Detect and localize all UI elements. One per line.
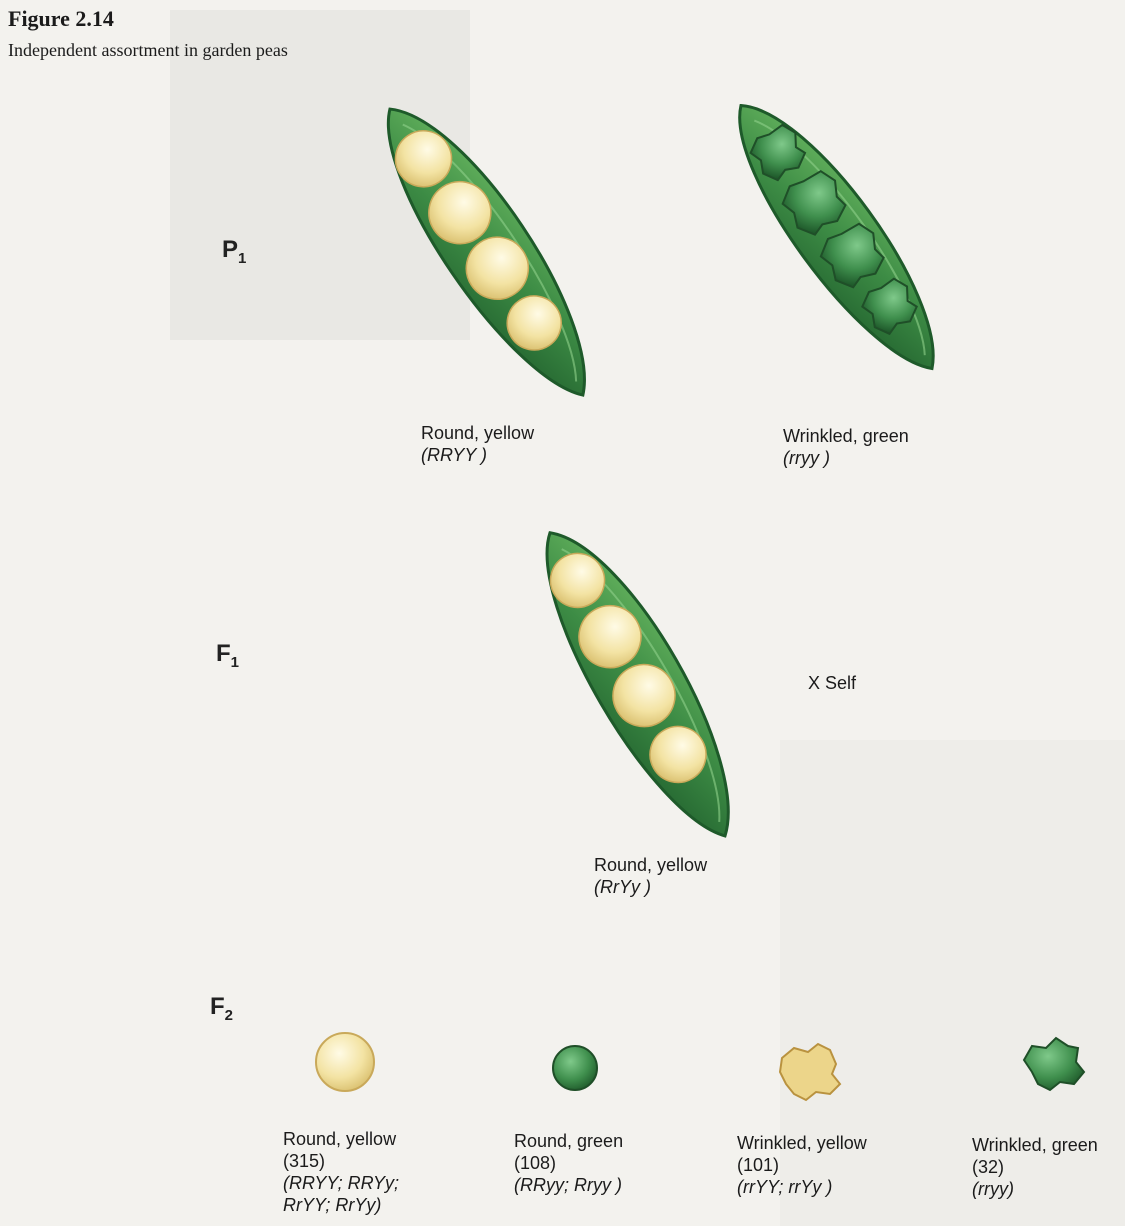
f2-label-wrinkled-yellow: Wrinkled, yellow (101) (rrYY; rrYy ) [737,1132,867,1198]
pod-wrinkled-green-p1 [710,81,965,391]
f2-seed-wrinkled-green [1024,1038,1084,1090]
p1-label-round-yellow: Round, yellow (RRYY ) [421,422,534,466]
f2-label-round-green: Round, green (108) (RRyy; Rryy ) [514,1130,623,1196]
p1-label-wrinkled-green: Wrinkled, green (rryy ) [783,425,909,469]
f2-seed-round-green [553,1046,597,1090]
f2-label-round-yellow: Round, yellow (315) (RRYY; RRYy; RrYY; R… [283,1128,399,1216]
generation-label-f2: F2 [210,993,233,1024]
f2-label-wrinkled-green: Wrinkled, green (32) (rryy) [972,1134,1098,1200]
f2-seed-round-yellow [316,1033,374,1091]
generation-label-p1: P1 [222,236,246,267]
pod-round-yellow-p1 [357,84,620,417]
f2-seed-wrinkled-yellow [780,1044,840,1100]
generation-label-f1: F1 [216,640,239,671]
f1-label-round-yellow: Round, yellow (RrYy ) [594,854,707,898]
cross-label: X Self [808,672,856,694]
pod-round-yellow-f1 [514,510,764,857]
